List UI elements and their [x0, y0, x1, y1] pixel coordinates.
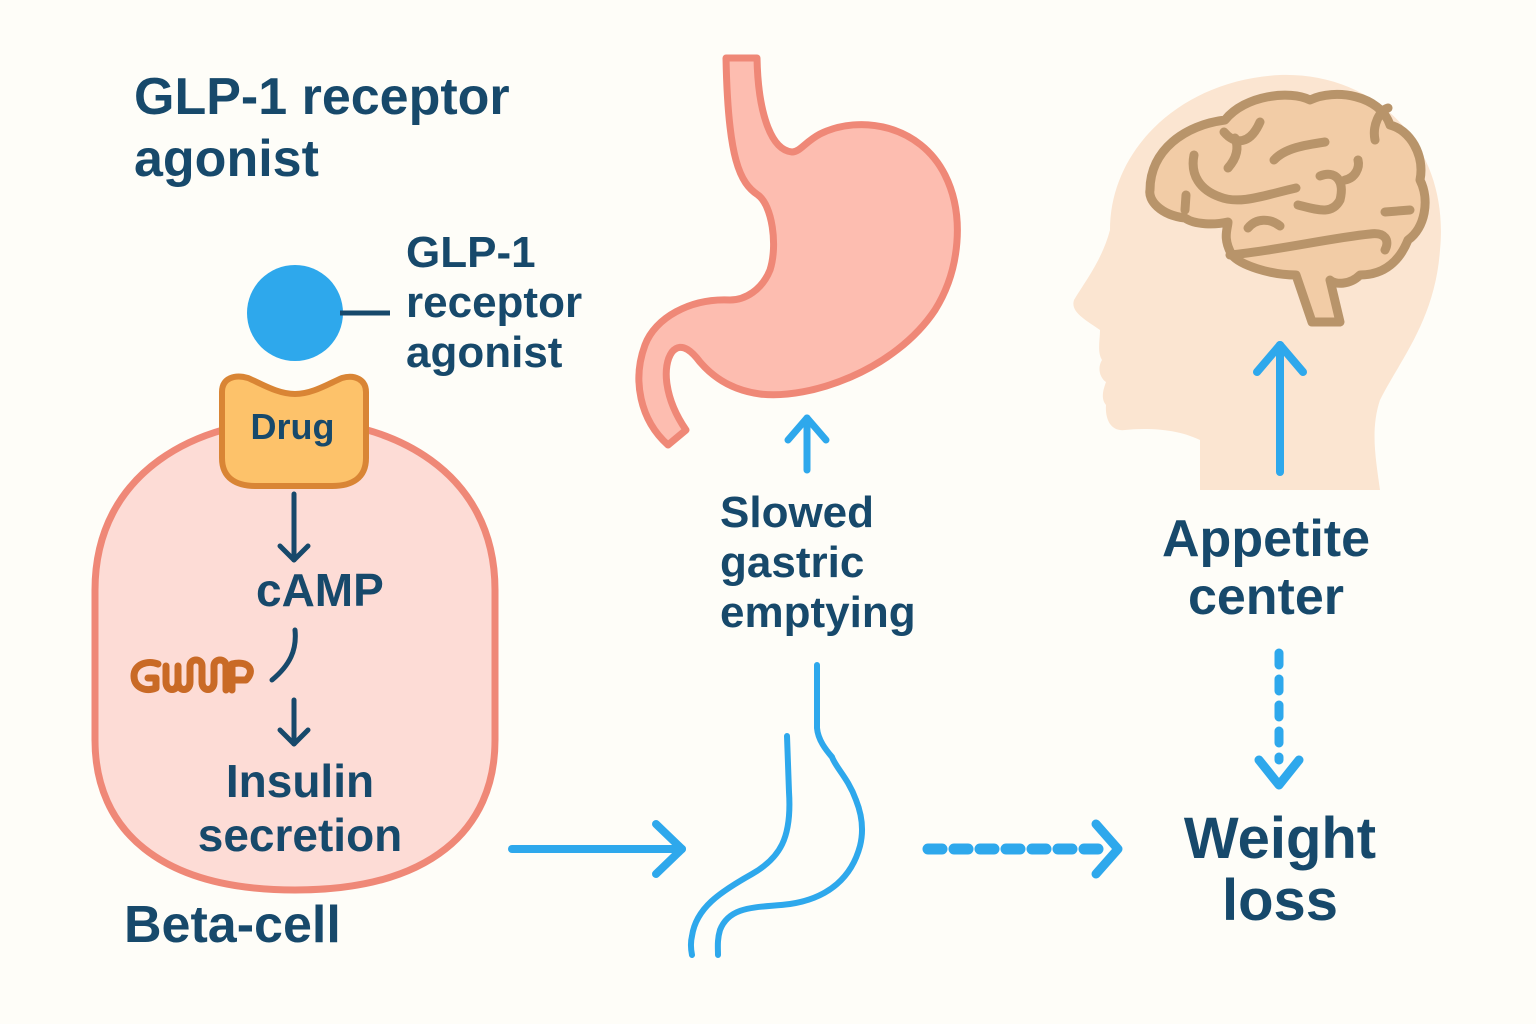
arrow-to-insulin — [277, 697, 311, 747]
beta-cell-membrane — [91, 416, 499, 894]
gastric-label-line-2: gastric — [720, 538, 865, 587]
insulin-label-line-1: Insulin — [225, 755, 375, 807]
camp-label: cAMP — [256, 564, 384, 616]
dashed-arrow-gut-to-weight — [922, 819, 1123, 879]
weight-loss-label: Weight loss — [1160, 808, 1400, 932]
agonist-label-line-2: receptor — [406, 278, 583, 327]
diagram-title: GLP-1 receptor agonist — [134, 66, 510, 190]
weight-label-line-2: loss — [1221, 868, 1339, 933]
weight-label-line-1: Weight — [1183, 806, 1377, 871]
arrow-up-to-stomach — [784, 414, 830, 474]
agonist-label: GLP-1 receptor agonist — [406, 228, 582, 378]
agonist-label-line-3: agonist — [406, 328, 563, 377]
drug-receptor-icon — [219, 373, 369, 489]
agonist-molecule-icon — [247, 265, 343, 361]
connector-curve — [269, 627, 298, 683]
beta-cell-caption: Beta-cell — [124, 896, 341, 954]
arrow-beta-to-gut — [508, 820, 686, 878]
insulin-label-line-2: secretion — [197, 809, 403, 861]
appetite-center-label: Appetite center — [1136, 510, 1396, 626]
protein-squiggle-icon — [130, 656, 254, 694]
intestine-outline-icon — [687, 662, 866, 958]
insulin-secretion-label: Insulin secretion — [160, 754, 440, 862]
agonist-label-line-1: GLP-1 — [406, 228, 536, 277]
gastric-emptying-label: Slowed gastric emptying — [720, 488, 916, 638]
gastric-label-line-1: Slowed — [720, 488, 875, 537]
title-line-1: GLP-1 receptor — [134, 68, 510, 126]
arrow-drug-to-camp — [277, 491, 311, 563]
brain-icon — [1145, 90, 1430, 327]
appetite-label-line-2: center — [1187, 568, 1345, 626]
arrow-up-to-brain — [1253, 341, 1307, 476]
title-line-2: agonist — [134, 130, 319, 188]
appetite-label-line-1: Appetite — [1162, 510, 1370, 568]
dashed-arrow-appetite-to-weight — [1254, 648, 1304, 790]
stomach-icon — [635, 54, 961, 449]
drug-receptor-label: Drug — [250, 406, 335, 447]
gastric-label-line-3: emptying — [720, 588, 916, 637]
